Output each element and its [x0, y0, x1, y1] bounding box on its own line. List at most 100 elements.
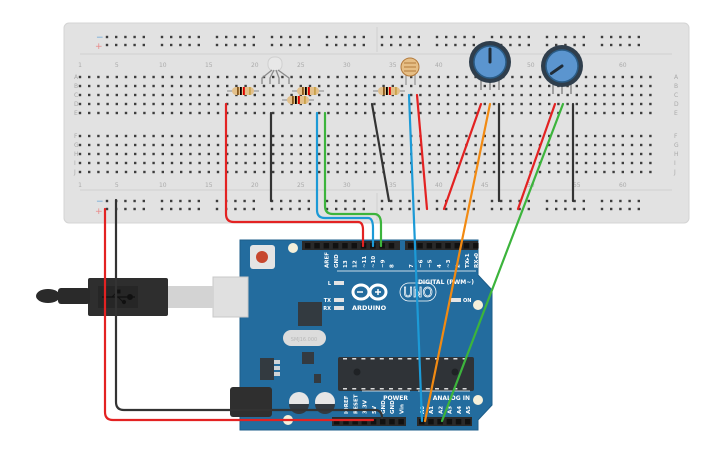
breadboard-hole[interactable]: [630, 102, 634, 106]
breadboard-hole[interactable]: [584, 161, 588, 165]
header-socket[interactable]: [380, 419, 386, 425]
rail-hole[interactable]: [545, 199, 549, 203]
breadboard-hole[interactable]: [474, 102, 477, 106]
header-socket[interactable]: [426, 243, 433, 249]
breadboard-hole[interactable]: [281, 170, 284, 174]
breadboard-hole[interactable]: [170, 152, 174, 156]
rail-hole[interactable]: [527, 35, 530, 39]
breadboard-hole[interactable]: [548, 152, 551, 156]
breadboard-hole[interactable]: [373, 170, 376, 174]
rail-hole[interactable]: [390, 199, 393, 203]
breadboard-hole[interactable]: [134, 93, 137, 97]
breadboard-hole[interactable]: [474, 84, 477, 88]
breadboard-hole[interactable]: [345, 161, 348, 165]
breadboard-hole[interactable]: [88, 134, 91, 138]
breadboard-hole[interactable]: [649, 134, 652, 138]
rail-hole[interactable]: [179, 35, 182, 39]
breadboard-hole[interactable]: [649, 84, 652, 88]
breadboard-hole[interactable]: [465, 134, 468, 138]
breadboard-hole[interactable]: [465, 152, 468, 156]
breadboard-hole[interactable]: [538, 134, 542, 138]
rail-hole[interactable]: [417, 199, 420, 203]
rail-hole[interactable]: [124, 199, 127, 203]
header-socket[interactable]: [455, 419, 462, 425]
breadboard-hole[interactable]: [584, 152, 588, 156]
rail-hole[interactable]: [445, 35, 448, 39]
breadboard-hole[interactable]: [115, 170, 118, 174]
breadboard-hole[interactable]: [446, 152, 450, 156]
breadboard-hole[interactable]: [235, 143, 238, 147]
breadboard-hole[interactable]: [152, 161, 155, 165]
breadboard-hole[interactable]: [226, 102, 229, 106]
breadboard-hole[interactable]: [612, 152, 615, 156]
rail-hole[interactable]: [399, 199, 402, 203]
breadboard-hole[interactable]: [299, 84, 302, 88]
breadboard-hole[interactable]: [244, 134, 247, 138]
breadboard-hole[interactable]: [88, 170, 91, 174]
breadboard-hole[interactable]: [97, 170, 100, 174]
breadboard-hole[interactable]: [290, 134, 293, 138]
breadboard-hole[interactable]: [143, 102, 146, 106]
breadboard-hole[interactable]: [511, 152, 514, 156]
rail-hole[interactable]: [188, 199, 191, 203]
breadboard-hole[interactable]: [621, 161, 624, 165]
breadboard-hole[interactable]: [198, 111, 201, 115]
header-socket[interactable]: [428, 419, 434, 425]
rail-hole[interactable]: [637, 43, 640, 47]
breadboard-hole[interactable]: [364, 134, 367, 138]
breadboard-hole[interactable]: [226, 170, 229, 174]
rail-hole[interactable]: [463, 43, 466, 47]
breadboard-hole[interactable]: [382, 143, 385, 147]
breadboard-hole[interactable]: [198, 161, 201, 165]
breadboard-hole[interactable]: [575, 102, 578, 106]
breadboard-hole[interactable]: [161, 152, 164, 156]
breadboard-hole[interactable]: [143, 75, 146, 79]
rail-hole[interactable]: [124, 43, 127, 47]
rail-hole[interactable]: [335, 199, 338, 203]
breadboard-hole[interactable]: [207, 111, 210, 115]
breadboard-hole[interactable]: [456, 143, 459, 147]
breadboard-hole[interactable]: [262, 84, 266, 88]
rail-hole[interactable]: [353, 199, 356, 203]
breadboard-hole[interactable]: [262, 111, 266, 115]
breadboard-hole[interactable]: [207, 134, 210, 138]
breadboard-hole[interactable]: [308, 134, 312, 138]
rail-hole[interactable]: [435, 207, 439, 211]
breadboard-hole[interactable]: [272, 84, 275, 88]
rail-hole[interactable]: [555, 199, 558, 203]
breadboard-hole[interactable]: [143, 161, 146, 165]
header-socket[interactable]: [332, 243, 339, 249]
breadboard-hole[interactable]: [566, 170, 569, 174]
breadboard-hole[interactable]: [180, 93, 183, 97]
breadboard-hole[interactable]: [180, 143, 183, 147]
breadboard-hole[interactable]: [621, 134, 624, 138]
rail-hole[interactable]: [243, 207, 246, 211]
rail-hole[interactable]: [628, 207, 631, 211]
breadboard-hole[interactable]: [143, 170, 146, 174]
breadboard-hole[interactable]: [281, 102, 284, 106]
rail-hole[interactable]: [270, 43, 274, 47]
breadboard-hole[interactable]: [640, 170, 643, 174]
breadboard-hole[interactable]: [456, 111, 459, 115]
breadboard-hole[interactable]: [437, 93, 440, 97]
breadboard-hole[interactable]: [400, 102, 404, 106]
breadboard-hole[interactable]: [373, 152, 376, 156]
breadboard-hole[interactable]: [594, 93, 597, 97]
breadboard-hole[interactable]: [180, 102, 183, 106]
breadboard-hole[interactable]: [474, 93, 477, 97]
breadboard-hole[interactable]: [161, 143, 164, 147]
breadboard-hole[interactable]: [483, 84, 486, 88]
rail-hole[interactable]: [188, 43, 191, 47]
rail-hole[interactable]: [298, 43, 301, 47]
rail-hole[interactable]: [380, 199, 384, 203]
breadboard-hole[interactable]: [216, 152, 220, 156]
rail-hole[interactable]: [225, 35, 228, 39]
breadboard-hole[interactable]: [538, 93, 542, 97]
wire-blue-a0-ldr[interactable]: [407, 93, 424, 423]
breadboard-hole[interactable]: [382, 84, 385, 88]
rail-hole[interactable]: [307, 199, 310, 203]
breadboard-hole[interactable]: [308, 84, 312, 88]
breadboard-hole[interactable]: [456, 75, 459, 79]
breadboard-hole[interactable]: [584, 102, 588, 106]
breadboard-hole[interactable]: [584, 111, 588, 115]
